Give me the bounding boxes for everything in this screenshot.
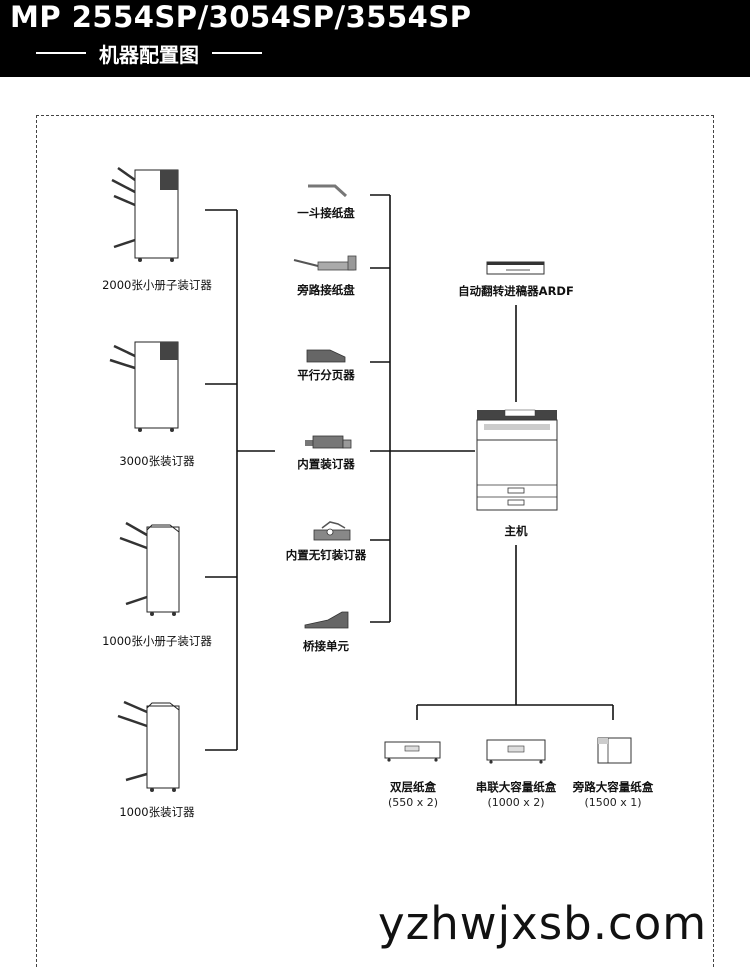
paper-unit-spec-1: (550 x 2) <box>387 796 439 809</box>
bridge-unit-icon <box>304 611 349 629</box>
option-label-4: 内置装订器 <box>297 457 355 471</box>
staple-free-finisher-icon <box>313 521 351 541</box>
option-label-1: 一斗接纸盘 <box>297 206 355 220</box>
tandem-lct-icon <box>486 739 546 764</box>
finisher-label-2: 3000张装订器 <box>119 454 195 468</box>
tray-icon <box>308 184 348 198</box>
subtitle-line-right <box>212 52 262 54</box>
booklet-finisher-icon <box>119 521 180 616</box>
main-unit-label: 主机 <box>504 524 528 538</box>
booklet-finisher-icon <box>111 166 179 262</box>
shift-tray-icon <box>306 349 346 363</box>
paper-unit-label-2: 串联大容量纸盒 <box>475 780 557 794</box>
finisher-icon <box>117 700 180 792</box>
option-label-5: 内置无钉装订器 <box>285 548 367 562</box>
diagram-frame <box>36 115 714 967</box>
finisher-label-4: 1000张装订器 <box>119 805 195 819</box>
adf-label: 自动翻转进稿器ARDF <box>458 284 574 298</box>
internal-finisher-icon <box>305 435 352 449</box>
adf-icon <box>486 261 545 275</box>
option-label-3: 平行分页器 <box>297 368 355 382</box>
subtitle-row: 机器配置图 <box>36 38 262 68</box>
finisher-label-1: 2000张小册子装订器 <box>102 278 212 292</box>
option-label-6: 桥接单元 <box>303 639 349 653</box>
paper-tray-icon <box>384 741 441 762</box>
paper-unit-spec-2: (1000 x 2) <box>487 796 545 809</box>
copier-icon <box>476 409 558 511</box>
finisher-label-3: 1000张小册子装订器 <box>102 634 212 648</box>
subtitle: 机器配置图 <box>99 42 199 67</box>
paper-unit-spec-3: (1500 x 1) <box>584 796 642 809</box>
paper-unit-label-1: 双层纸盒 <box>390 780 436 794</box>
side-lct-icon <box>597 737 632 764</box>
finisher-icon <box>109 341 179 432</box>
connector-lines <box>205 194 614 751</box>
paper-unit-label-3: 旁路大容量纸盒 <box>572 780 654 794</box>
watermark: yzhwjxsb.com <box>378 897 708 950</box>
option-label-2: 旁路接纸盘 <box>297 283 355 297</box>
side-tray-icon <box>293 255 357 271</box>
model-title: MP 2554SP/3054SP/3554SP <box>10 0 472 34</box>
header-bar: MP 2554SP/3054SP/3554SP 机器配置图 <box>0 0 750 77</box>
subtitle-line-left <box>36 52 86 54</box>
